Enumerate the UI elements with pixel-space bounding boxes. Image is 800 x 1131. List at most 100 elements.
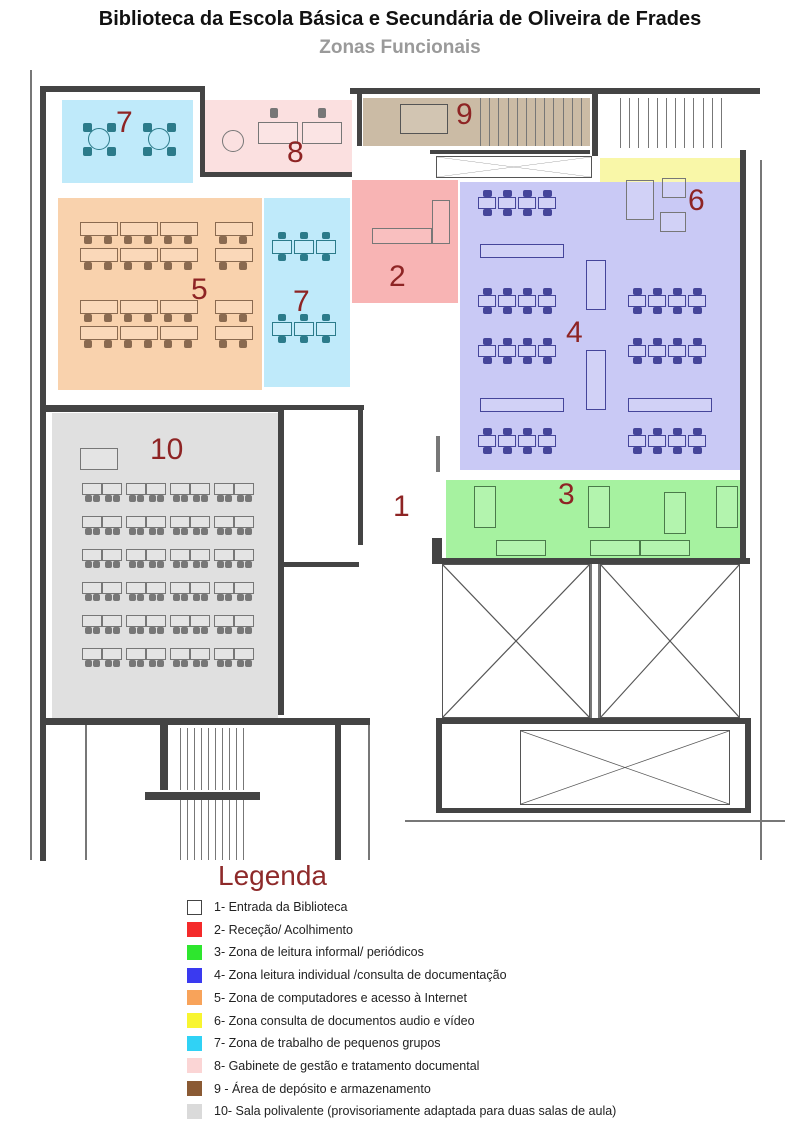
stair-step <box>580 98 582 146</box>
page-subtitle: Zonas Funcionais <box>319 37 481 58</box>
desk-icon <box>668 345 686 357</box>
legend-swatch <box>187 1058 202 1074</box>
chair-icon <box>543 357 552 364</box>
sofa-icon <box>474 486 496 528</box>
desk-icon <box>190 483 210 495</box>
stair-step <box>498 98 500 146</box>
legend-label: 10- Sala polivalente (provisoriamente ad… <box>214 1104 617 1119</box>
chair-icon <box>84 314 92 322</box>
stair-step <box>638 98 640 148</box>
stair-step <box>215 800 216 860</box>
chair-icon <box>483 428 492 435</box>
desk-icon <box>294 240 314 254</box>
stair-step <box>675 98 676 148</box>
chair-icon <box>653 447 662 454</box>
chair-icon <box>503 288 512 295</box>
chair-icon <box>105 660 112 667</box>
chair-icon <box>201 495 208 502</box>
wall-thin <box>598 564 600 718</box>
chair-icon <box>653 428 662 435</box>
chair-icon <box>167 123 176 132</box>
chair-icon <box>113 495 120 502</box>
chair-icon <box>633 357 642 364</box>
chair-icon <box>245 561 252 568</box>
chair-icon <box>322 314 330 321</box>
chair-icon <box>124 262 132 270</box>
chair-icon <box>693 288 702 295</box>
stair-step <box>507 98 509 146</box>
chair-icon <box>164 314 172 322</box>
computer-desk-icon <box>215 248 253 262</box>
chair-icon <box>184 314 192 322</box>
wall-thin <box>368 725 370 860</box>
wall-thin <box>760 160 762 860</box>
desk-icon <box>668 435 686 447</box>
chair-icon <box>193 627 200 634</box>
chair-icon <box>300 336 308 343</box>
chair-icon <box>543 288 552 295</box>
reception-desk-icon <box>432 200 450 244</box>
zone-9 <box>363 98 590 146</box>
chair-icon <box>653 288 662 295</box>
desk-icon <box>688 345 706 357</box>
desk-icon <box>272 240 292 254</box>
void-crossed <box>442 564 590 718</box>
chair-icon <box>193 528 200 535</box>
chair-icon <box>164 262 172 270</box>
desk-icon <box>82 483 102 495</box>
desk-icon <box>146 516 166 528</box>
chair-icon <box>84 340 92 348</box>
void-crossed <box>520 730 730 805</box>
desk-icon <box>214 648 234 660</box>
stair-step <box>571 98 573 146</box>
chair-icon <box>184 236 192 244</box>
zone-label-5: 5 <box>191 273 208 306</box>
wall <box>357 94 362 146</box>
chair-icon <box>173 627 180 634</box>
desk-icon <box>234 582 254 594</box>
chair-icon <box>137 495 144 502</box>
chair-icon <box>173 528 180 535</box>
chair-icon <box>633 447 642 454</box>
legend-label: 9 - Área de depósito e armazenamento <box>214 1081 431 1096</box>
desk-icon <box>170 648 190 660</box>
desk-icon <box>170 483 190 495</box>
chair-icon <box>149 561 156 568</box>
desk-icon <box>102 516 122 528</box>
legend-item: 4- Zona leitura individual /consulta de … <box>187 965 507 985</box>
chair-icon <box>105 627 112 634</box>
chair-icon <box>237 660 244 667</box>
desk-icon <box>518 345 536 357</box>
legend-item: 5- Zona de computadores e acesso à Inter… <box>187 988 467 1008</box>
bookshelf-icon <box>586 260 606 310</box>
computer-desk-icon <box>120 300 158 314</box>
zone-4 <box>460 182 740 470</box>
chair-icon <box>157 660 164 667</box>
desk-icon <box>518 197 536 209</box>
chair-icon <box>219 340 227 348</box>
zone-label-3: 3 <box>558 478 575 511</box>
stair-step <box>208 800 209 860</box>
chair-icon <box>137 561 144 568</box>
chair-icon <box>129 594 136 601</box>
chair-icon <box>503 447 512 454</box>
chair-icon <box>164 340 172 348</box>
desk-icon <box>170 549 190 561</box>
chair-icon <box>105 594 112 601</box>
desk-icon <box>146 648 166 660</box>
desk-icon <box>478 345 496 357</box>
sofa-icon <box>588 486 610 528</box>
chair-icon <box>278 314 286 321</box>
chair-icon <box>149 660 156 667</box>
wall <box>160 725 168 790</box>
chair-icon <box>543 428 552 435</box>
desk-icon <box>214 615 234 627</box>
chair-icon <box>105 561 112 568</box>
chair-icon <box>85 594 92 601</box>
chair-icon <box>693 307 702 314</box>
chair-icon <box>93 561 100 568</box>
computer-desk-icon <box>120 222 158 236</box>
wall-thin <box>405 820 785 822</box>
wall <box>284 405 364 410</box>
chair-icon <box>201 660 208 667</box>
